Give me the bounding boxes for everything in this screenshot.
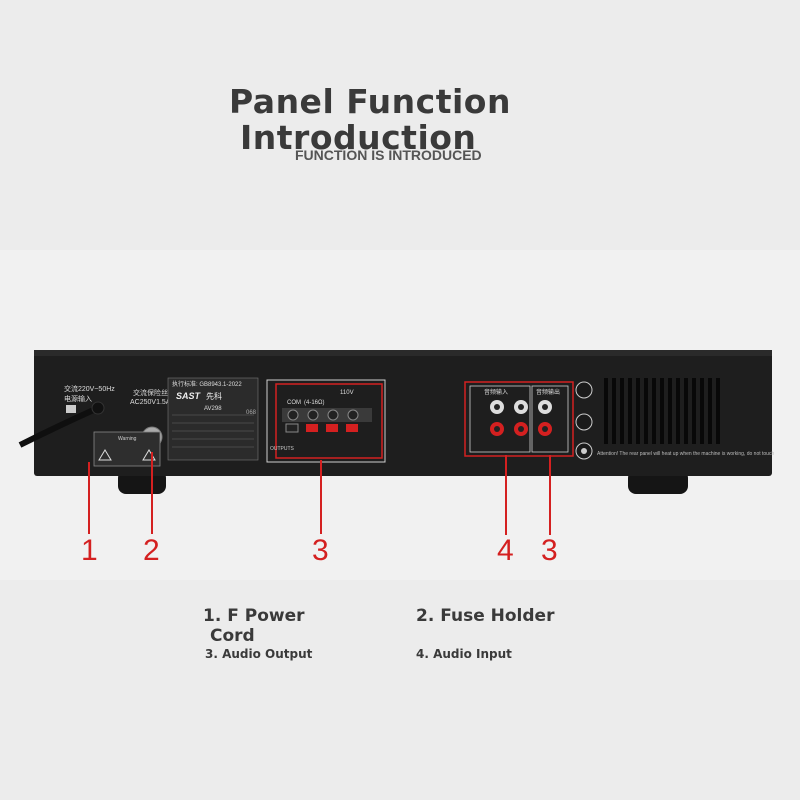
callout-4: 4 xyxy=(497,534,514,567)
svg-text:(4-16Ω): (4-16Ω) xyxy=(304,400,325,406)
callout-2: 2 xyxy=(143,534,160,567)
svg-text:音频输入: 音频输入 xyxy=(484,388,508,396)
svg-text:COM: COM xyxy=(287,400,301,406)
svg-text:Attention! The rear panel will: Attention! The rear panel will heat up w… xyxy=(597,451,774,457)
output-highlight xyxy=(275,383,383,459)
callout-3b: 3 xyxy=(541,534,558,567)
audio-output-section xyxy=(531,385,569,453)
leader-line-3a xyxy=(320,460,322,534)
leader-line-2 xyxy=(151,452,153,534)
rca-highlight xyxy=(464,381,574,457)
leader-line-1 xyxy=(88,462,90,534)
power-label-2: 电源输入 xyxy=(64,394,92,403)
power-label: 交流220V~50Hz xyxy=(64,384,115,393)
page-title: Panel Function xyxy=(229,82,511,121)
page-title-line2: Introduction xyxy=(240,118,477,157)
caption-power-cord: 1. F Power xyxy=(203,606,305,626)
svg-text:Warning: Warning xyxy=(118,436,137,442)
callout-1: 1 xyxy=(81,534,98,567)
page-subtitle: FUNCTION IS INTRODUCED xyxy=(295,147,482,163)
caption-audio-output: 3. Audio Output xyxy=(205,647,313,661)
svg-text:110V: 110V xyxy=(340,390,354,396)
power-cord xyxy=(18,405,100,448)
svg-text:交流保险丝: 交流保险丝 xyxy=(133,388,168,397)
svg-text:SAST: SAST xyxy=(176,391,202,401)
svg-text:音频输出: 音频输出 xyxy=(536,388,560,396)
svg-text:OUTPUTS: OUTPUTS xyxy=(270,446,295,452)
output-section xyxy=(266,379,386,463)
leader-line-3b xyxy=(549,455,551,535)
caption-fuse-holder: 2. Fuse Holder xyxy=(416,606,555,626)
caption-audio-input: 4. Audio Input xyxy=(416,647,512,661)
svg-text:先科: 先科 xyxy=(206,391,222,401)
caption-power-cord-2: Cord xyxy=(210,626,255,646)
leader-line-4 xyxy=(505,455,507,535)
svg-text:AV298: AV298 xyxy=(204,406,222,412)
svg-text:AC250V1.5A: AC250V1.5A xyxy=(130,399,171,406)
spec-label xyxy=(167,377,259,461)
svg-text:068: 068 xyxy=(246,410,257,416)
callout-3: 3 xyxy=(312,534,329,567)
vent-grille xyxy=(604,378,720,444)
audio-input-section xyxy=(469,385,531,453)
svg-text:执行标准: GB8943.1-2022: 执行标准: GB8943.1-2022 xyxy=(172,380,242,388)
